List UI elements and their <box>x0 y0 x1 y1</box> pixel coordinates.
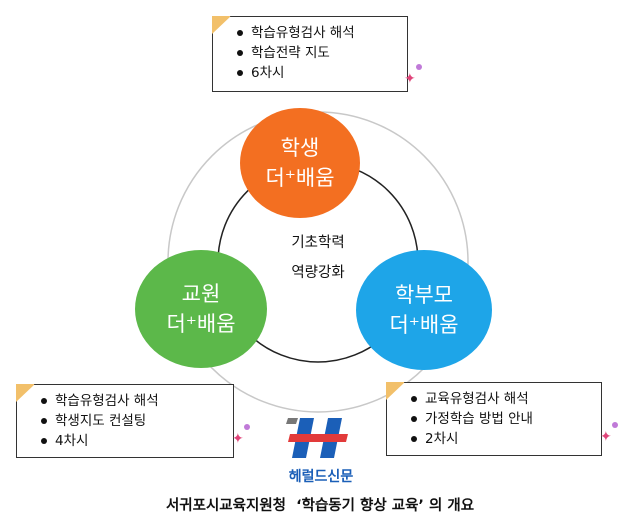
node-parent: 학부모 더⁺배움 <box>356 250 492 370</box>
node-student-subtitle: 더⁺배움 <box>265 166 335 190</box>
node-parent-title: 학부모 <box>395 283 453 307</box>
note-parent-item: 가정학습 방법 안내 <box>409 409 591 429</box>
star-icon: ✦ <box>600 429 612 445</box>
node-parent-subtitle: 더⁺배움 <box>389 313 459 337</box>
star-icon: ✦ <box>232 431 244 447</box>
herald-logo: 헤럴드신문 <box>276 412 366 492</box>
sparkle-dot-icon <box>416 64 422 70</box>
figure-caption: 서귀포시교육지원청 ‘학습동기 향상 교육’ 의 개요 <box>165 498 475 514</box>
node-student: 학생 더⁺배움 <box>240 108 360 218</box>
center-label: 기초학력 역량강화 <box>268 228 368 288</box>
note-fold-icon <box>16 384 35 402</box>
note-teacher: 학습유형검사 해석 학생지도 컨설팅 4차시 <box>16 384 234 458</box>
note-fold-icon <box>212 16 231 34</box>
node-teacher: 교원 더⁺배움 <box>135 250 267 368</box>
note-student-item: 학습유형검사 해석 <box>235 23 397 43</box>
note-teacher-item: 학습유형검사 해석 <box>39 391 223 411</box>
note-student-item: 학습전략 지도 <box>235 43 397 63</box>
logo-name: 헤럴드신문 <box>288 469 354 485</box>
note-parent: 교육유형검사 해석 가정학습 방법 안내 2차시 <box>386 382 602 456</box>
note-student: 학습유형검사 해석 학습전략 지도 6차시 <box>212 16 408 92</box>
note-teacher-item: 학생지도 컨설팅 <box>39 411 223 431</box>
node-teacher-subtitle: 더⁺배움 <box>166 312 236 336</box>
sparkle-dot-icon <box>244 424 250 430</box>
sparkle-dot-icon <box>612 422 618 428</box>
star-icon: ✦ <box>404 71 416 87</box>
center-line1: 기초학력 <box>291 235 345 251</box>
note-student-item: 6차시 <box>235 63 397 83</box>
note-fold-icon <box>386 382 405 400</box>
note-parent-item: 2차시 <box>409 429 591 449</box>
note-parent-item: 교육유형검사 해석 <box>409 389 591 409</box>
note-teacher-item: 4차시 <box>39 431 223 451</box>
herald-h-logo-icon <box>286 418 348 458</box>
node-student-title: 학생 <box>280 136 320 160</box>
node-teacher-title: 교원 <box>181 282 221 306</box>
center-line2: 역량강화 <box>291 265 345 281</box>
